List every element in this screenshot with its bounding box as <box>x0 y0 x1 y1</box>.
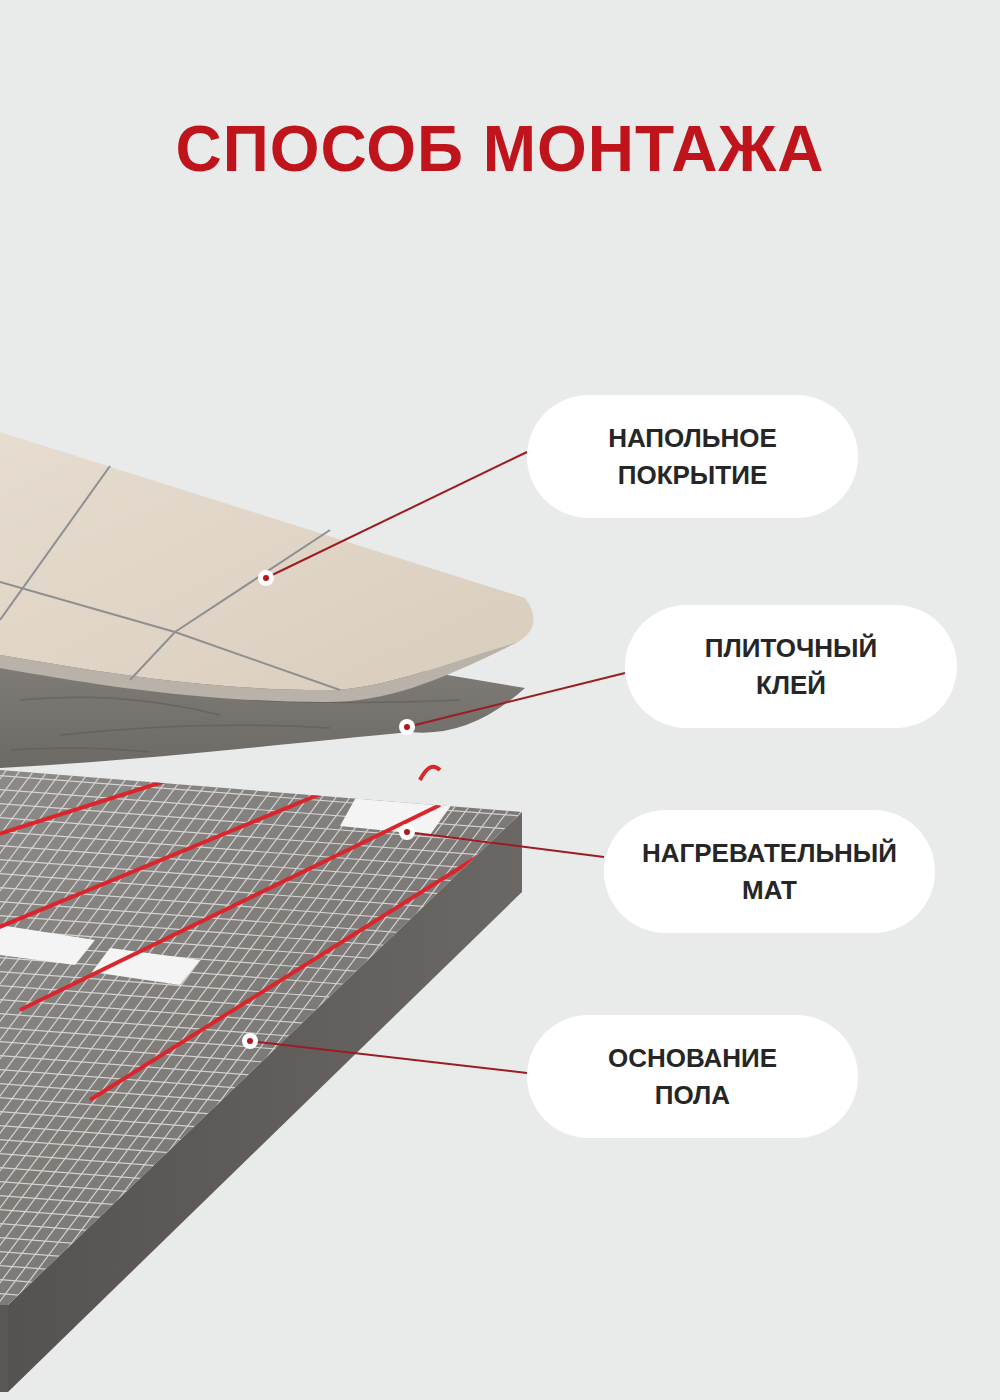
adhesive-texture <box>10 697 460 752</box>
callout-text: НАПОЛЬНОЕ ПОКРЫТИЕ <box>608 420 777 494</box>
callout-label: ОСНОВАНИЕ ПОЛА <box>527 1015 858 1138</box>
callout-label: ПЛИТОЧНЫЙ КЛЕЙ <box>625 605 957 728</box>
floor-tile <box>0 432 534 690</box>
callout-text: НАГРЕВАТЕЛЬНЫЙ МАТ <box>642 835 897 909</box>
diagram-title: СПОСОБ МОНТАЖА <box>0 112 1000 186</box>
floor-slab-front <box>0 1305 8 1392</box>
callout-text: ПЛИТОЧНЫЙ КЛЕЙ <box>705 630 877 704</box>
callout-text: ОСНОВАНИЕ ПОЛА <box>608 1040 777 1114</box>
tile-underside <box>0 642 518 702</box>
callout-label: НАПОЛЬНОЕ ПОКРЫТИЕ <box>527 395 858 518</box>
floor-slab-top <box>0 770 522 1305</box>
callout-label: НАГРЕВАТЕЛЬНЫЙ МАТ <box>604 810 935 933</box>
heating-cable <box>420 767 440 780</box>
heating-mat <box>0 200 826 1400</box>
tile-joints <box>0 466 340 690</box>
leader-dots <box>242 570 415 1049</box>
leader-lines <box>250 452 625 1073</box>
